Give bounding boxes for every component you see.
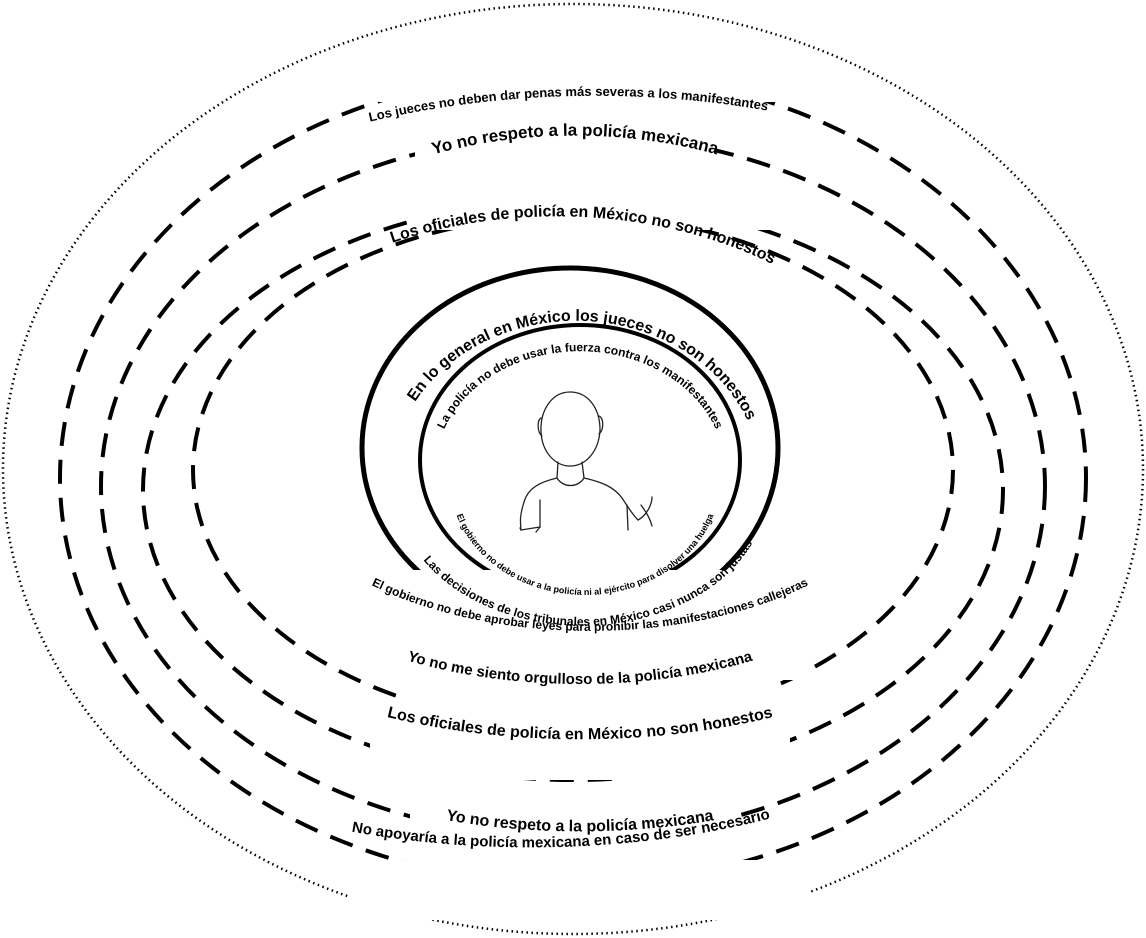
label-backgrounds: [350, 52, 810, 920]
ring-inner-solid: [418, 323, 742, 597]
person-figure-icon: [519, 391, 653, 533]
